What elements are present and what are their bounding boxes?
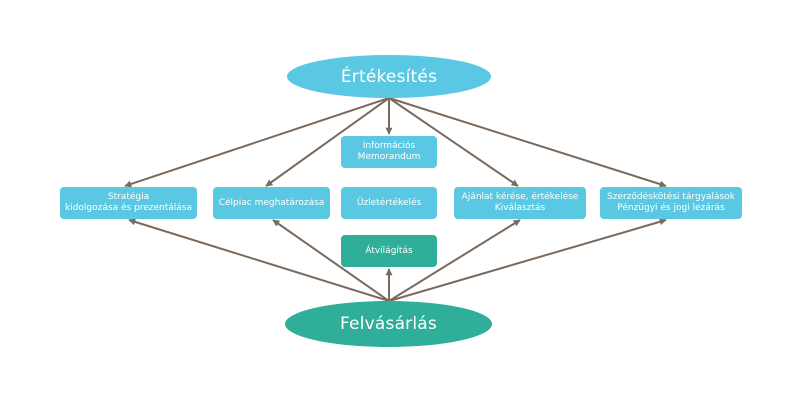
arrow-acquisition-to-strategy	[128, 218, 390, 302]
negotiation-label: Szerződéskötési tárgyalások Pénzügyi és …	[607, 192, 735, 213]
valuation-label: Üzletértékelés	[356, 197, 422, 208]
strategy-box: Stratégia kidolgozása és prezentálása	[60, 187, 197, 219]
acquisition-node-label: Felvásárlás	[340, 314, 437, 334]
arrow-acquisition-to-target	[272, 219, 390, 302]
due-diligence-box: Átvilágítás	[341, 235, 437, 267]
arrow-acquisition-to-negotiation	[388, 218, 667, 302]
valuation-box: Üzletértékelés	[341, 187, 437, 219]
sales-node-label: Értékesítés	[340, 66, 438, 87]
target-market-label: Célpiac meghatározása	[218, 197, 325, 208]
strategy-label: Stratégia kidolgozása és prezentálása	[64, 192, 193, 213]
arrow-acquisition-to-offer	[388, 219, 521, 302]
offer-label: Ajánlat kérése, értékelése Kiválasztás	[461, 192, 579, 213]
arrow-sales-to-strategy	[124, 97, 390, 188]
due-diligence-label: Átvilágítás	[365, 245, 413, 256]
target-market-box: Célpiac meghatározása	[213, 187, 330, 219]
arrow-sales-to-target	[265, 97, 390, 187]
info-memorandum-label: Információs Memorandum	[357, 141, 421, 162]
acquisition-node: Felvásárlás	[285, 301, 492, 347]
arrow-sales-to-negotiation	[388, 97, 667, 188]
offer-box: Ajánlat kérése, értékelése Kiválasztás	[454, 187, 586, 219]
negotiation-box: Szerződéskötési tárgyalások Pénzügyi és …	[600, 187, 742, 219]
info-memorandum-box: Információs Memorandum	[341, 136, 437, 168]
arrow-sales-to-offer	[388, 97, 519, 187]
sales-node: Értékesítés	[287, 55, 491, 98]
